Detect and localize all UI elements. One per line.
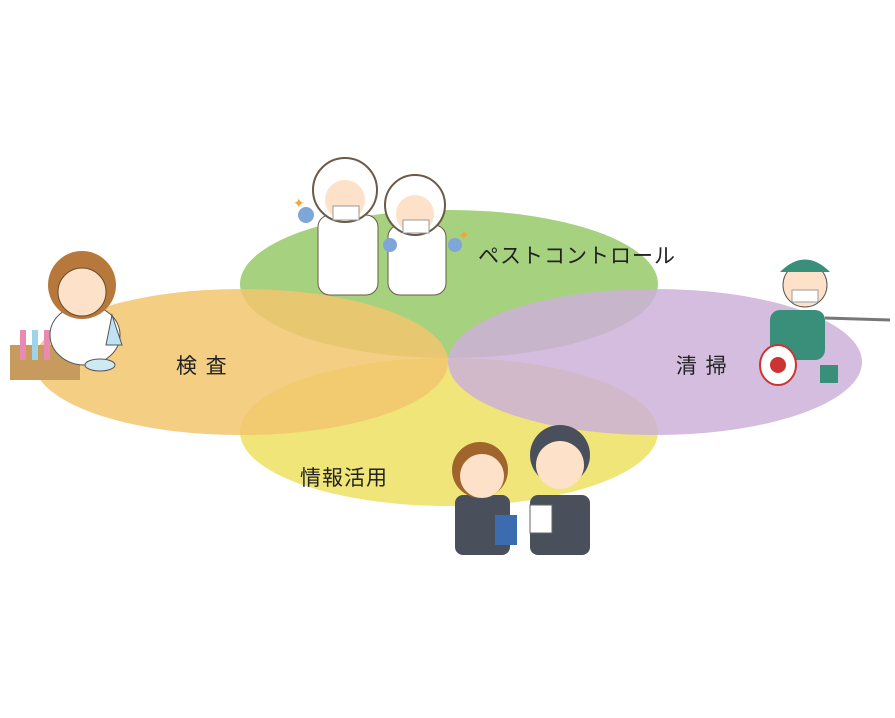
label-inspection: 検 査 xyxy=(176,354,228,378)
ellipse-cleaning xyxy=(448,289,862,435)
svg-text:✦: ✦ xyxy=(293,196,305,212)
business-people-illustration xyxy=(452,425,590,555)
pest-control-workers-illustration: ✦ ✦ xyxy=(293,157,470,296)
label-pest-control: ペストコントロール xyxy=(478,244,676,268)
scientist-illustration xyxy=(10,251,123,380)
label-information: 情報活用 xyxy=(300,466,388,490)
ellipse-inspection xyxy=(34,289,448,435)
sprayer-worker-illustration xyxy=(759,259,891,386)
label-cleaning: 清 掃 xyxy=(676,354,728,378)
svg-text:✦: ✦ xyxy=(458,228,470,244)
